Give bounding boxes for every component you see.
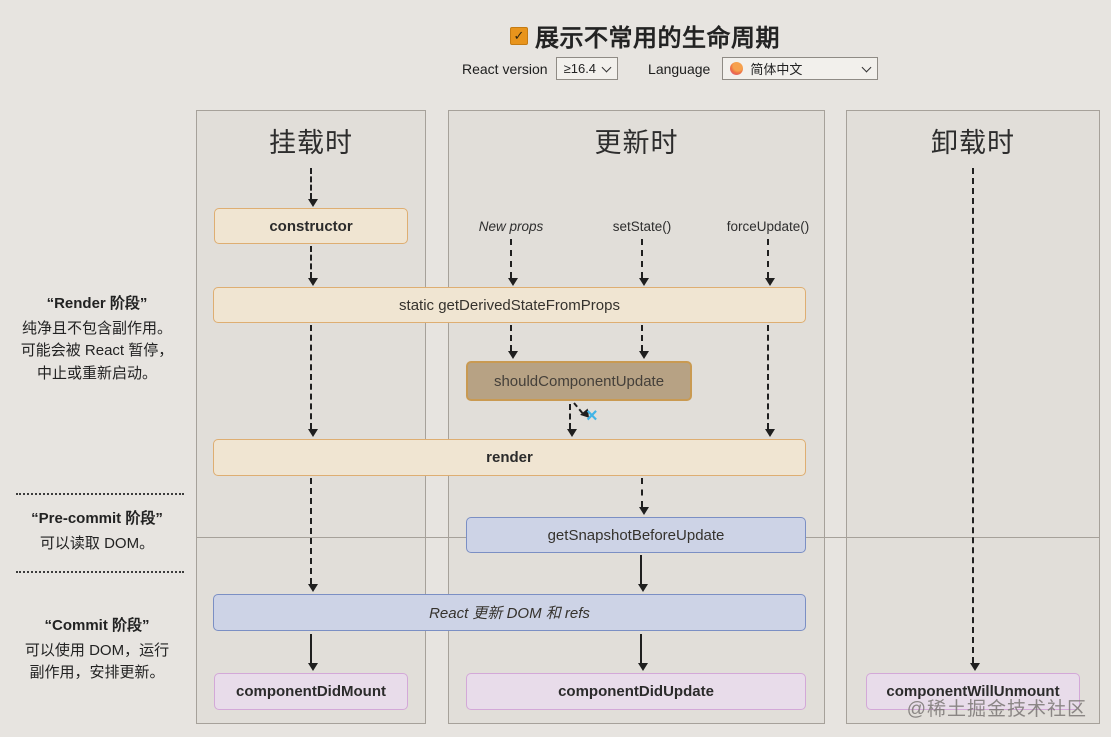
title-row: ✓ 展示不常用的生命周期 <box>510 18 780 53</box>
react-version-select[interactable]: ≥16.4 <box>555 57 619 80</box>
chevron-down-icon <box>861 62 872 72</box>
language-globe-icon <box>730 62 744 75</box>
flow-arrow-forceupdate-bypass-to-render <box>765 325 775 437</box>
watermark: @稀土掘金技术社区 <box>906 699 1087 720</box>
render-phase-title: “Render 阶段” <box>46 295 148 312</box>
flow-arrow-gsbu-to-reactdom <box>638 555 648 592</box>
flow-arrow-gdsfp-to-scu-right <box>639 325 649 359</box>
flow-arrow-unmount-to-cwu <box>970 168 980 671</box>
commit-phase-line: 可以使用 DOM，运行 <box>24 641 170 659</box>
trigger-setstate[interactable]: setState() <box>612 219 672 234</box>
render-phase-line: 中止或重新启动。 <box>36 364 157 382</box>
precommit-phase-line: 可以读取 DOM。 <box>39 534 155 552</box>
language-label: Language <box>648 60 711 77</box>
flow-arrow-reactdom-to-cdu <box>638 634 648 671</box>
react-version-value: ≥16.4 <box>563 61 597 76</box>
render-phase-line: 纯净且不包含副作用。 <box>21 319 172 337</box>
language-select[interactable]: 简体中文 <box>722 57 879 80</box>
flow-arrow-gdsfp-to-render-mount <box>308 325 318 437</box>
flow-arrow-scu-to-render <box>567 404 577 437</box>
mounting-title: 挂载时 <box>269 128 353 158</box>
flow-arrow-constructor-to-gdsfp <box>308 246 318 286</box>
render-box[interactable]: render <box>213 439 806 476</box>
precommit-phase-note: “Pre-commit 阶段” 可以读取 DOM。 <box>6 508 188 555</box>
flow-arrow-gdsfp-to-scu-left <box>508 325 518 359</box>
controls-row: React version ≥16.4 Language 简体中文 <box>462 57 879 80</box>
commit-phase-title: “Commit 阶段” <box>44 617 150 634</box>
show-less-common-checkbox[interactable]: ✓ <box>510 26 528 45</box>
unmounting-title: 卸载时 <box>931 128 1015 158</box>
flow-arrow-render-to-gsbu <box>639 478 649 515</box>
flow-arrow-mount-to-constructor <box>308 168 318 207</box>
flow-arrow-reactdom-to-cdm <box>308 634 318 671</box>
flow-arrow-render-to-reactdom-mount <box>308 478 318 592</box>
precommit-top-dotted-line <box>16 493 184 495</box>
shouldcomponentupdate-box[interactable]: shouldComponentUpdate <box>466 361 692 401</box>
update-cancelled-icon: × <box>586 405 598 427</box>
precommit-bottom-dotted-line <box>16 571 184 573</box>
constructor-box[interactable]: constructor <box>214 208 408 244</box>
updating-title: 更新时 <box>594 128 679 158</box>
componentwillunmount-box[interactable]: componentWillUnmount <box>866 673 1080 710</box>
flow-arrow-forceupdate-to-gdsfp <box>765 239 775 286</box>
commit-phase-note: “Commit 阶段” 可以使用 DOM，运行 副作用，安排更新。 <box>6 615 188 685</box>
componentdidupdate-box[interactable]: componentDidUpdate <box>466 673 806 710</box>
react-version-label: React version <box>462 60 548 77</box>
chevron-down-icon <box>601 62 612 72</box>
getsnapshotbeforeupdate-box[interactable]: getSnapshotBeforeUpdate <box>466 517 806 553</box>
getderivedstatefromprops-box[interactable]: static getDerivedStateFromProps <box>213 287 806 323</box>
page-title: 展示不常用的生命周期 <box>535 25 780 52</box>
checkmark-icon: ✓ <box>513 28 525 43</box>
trigger-forceupdate[interactable]: forceUpdate() <box>726 219 810 234</box>
language-value: 简体中文 <box>750 62 803 77</box>
render-phase-note: “Render 阶段” 纯净且不包含副作用。 可能会被 React 暂停， 中止… <box>6 293 188 385</box>
flow-arrow-newprops-to-gdsfp <box>508 239 518 286</box>
flow-arrow-setstate-to-gdsfp <box>639 239 649 286</box>
commit-phase-line: 副作用，安排更新。 <box>29 664 165 681</box>
precommit-phase-title: “Pre-commit 阶段” <box>31 510 163 527</box>
render-phase-line: 可能会被 React 暂停， <box>20 342 174 359</box>
componentdidmount-box[interactable]: componentDidMount <box>214 673 408 710</box>
react-updates-dom-box: React 更新 DOM 和 refs <box>213 594 806 631</box>
trigger-new-props[interactable]: New props <box>478 219 544 234</box>
